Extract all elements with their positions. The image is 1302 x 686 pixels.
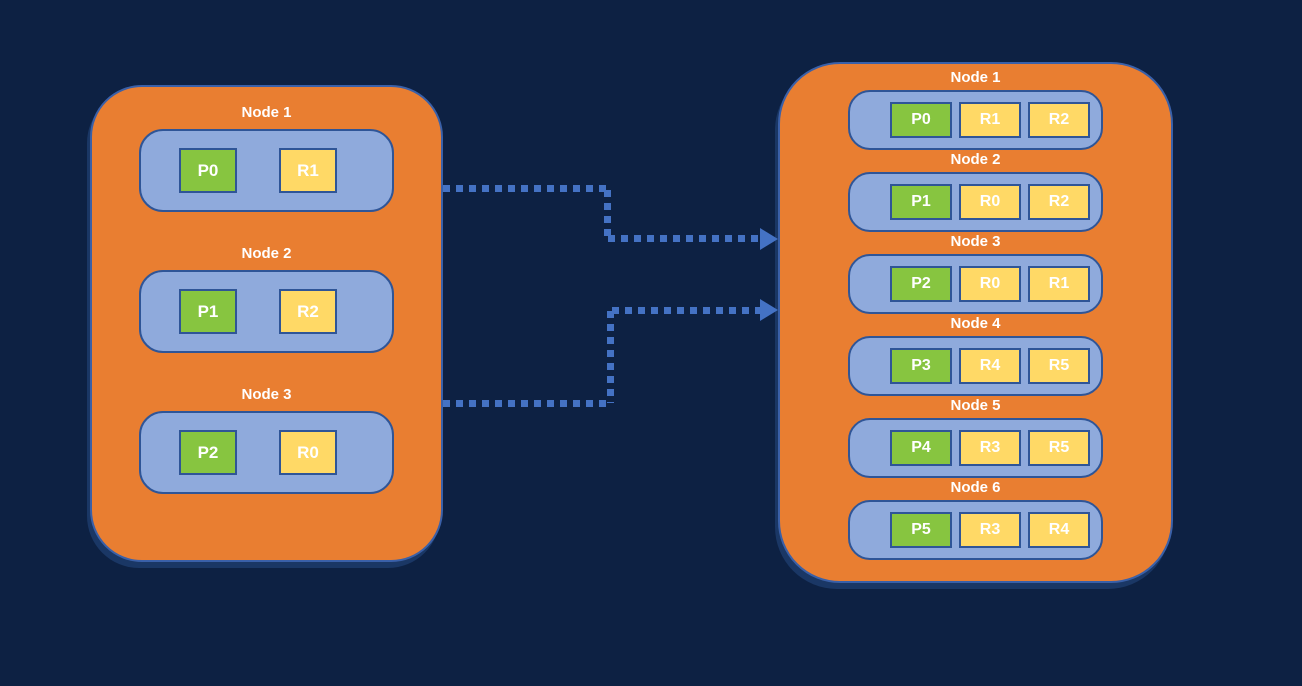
replica-box: R0 <box>959 184 1021 220</box>
top-arrow-segment <box>608 235 760 242</box>
node-label: Node 2 <box>950 151 1001 168</box>
node-group: Node 3 P2 R0 <box>92 385 441 494</box>
top-arrow-head-icon <box>760 228 778 250</box>
node-label: Node 4 <box>950 315 1001 332</box>
partition-box: P5 <box>890 512 952 548</box>
bottom-arrow-segment <box>607 311 614 403</box>
replica-box: R1 <box>959 102 1021 138</box>
bottom-arrow-head-icon <box>760 299 778 321</box>
replica-box: R1 <box>279 148 337 193</box>
node-label: Node 2 <box>241 245 292 262</box>
partition-box: P0 <box>179 148 237 193</box>
replica-box: R3 <box>959 430 1021 466</box>
replica-box: R5 <box>1028 348 1090 384</box>
replica-box: R4 <box>959 348 1021 384</box>
partition-box: P4 <box>890 430 952 466</box>
replica-box: R2 <box>1028 184 1090 220</box>
replica-box: R2 <box>1028 102 1090 138</box>
replica-box: R0 <box>959 266 1021 302</box>
replica-box: R3 <box>959 512 1021 548</box>
replica-box: R0 <box>279 430 337 475</box>
node-label: Node 3 <box>950 233 1001 250</box>
partition-box: P3 <box>890 348 952 384</box>
left-cluster: Node 1 P0 R1 Node 2 P1 R2 Node 3 P2 R0 <box>90 85 443 562</box>
replica-box: R4 <box>1028 512 1090 548</box>
partition-box: P2 <box>179 430 237 475</box>
bottom-arrow-segment <box>443 400 610 407</box>
replica-box: R2 <box>279 289 337 334</box>
partition-box: P2 <box>890 266 952 302</box>
top-arrow-segment <box>604 190 611 238</box>
node-label: Node 1 <box>241 104 292 121</box>
node-label: Node 5 <box>950 397 1001 414</box>
node-label: Node 1 <box>950 69 1001 86</box>
node-label: Node 3 <box>241 386 292 403</box>
node-group: Node 1 P0 R1 <box>92 103 441 212</box>
node-group: Node 2 P1 R2 <box>92 244 441 353</box>
node-container: P2 R0 <box>139 411 394 494</box>
partition-box: P1 <box>890 184 952 220</box>
replica-box: R1 <box>1028 266 1090 302</box>
node-container: P1 R2 <box>139 270 394 353</box>
top-arrow-segment <box>443 185 607 192</box>
bottom-arrow-segment <box>612 307 760 314</box>
node-container: P0 R1 <box>139 129 394 212</box>
node-label: Node 6 <box>950 479 1001 496</box>
partition-box: P0 <box>890 102 952 138</box>
partition-box: P1 <box>179 289 237 334</box>
replica-box: R5 <box>1028 430 1090 466</box>
